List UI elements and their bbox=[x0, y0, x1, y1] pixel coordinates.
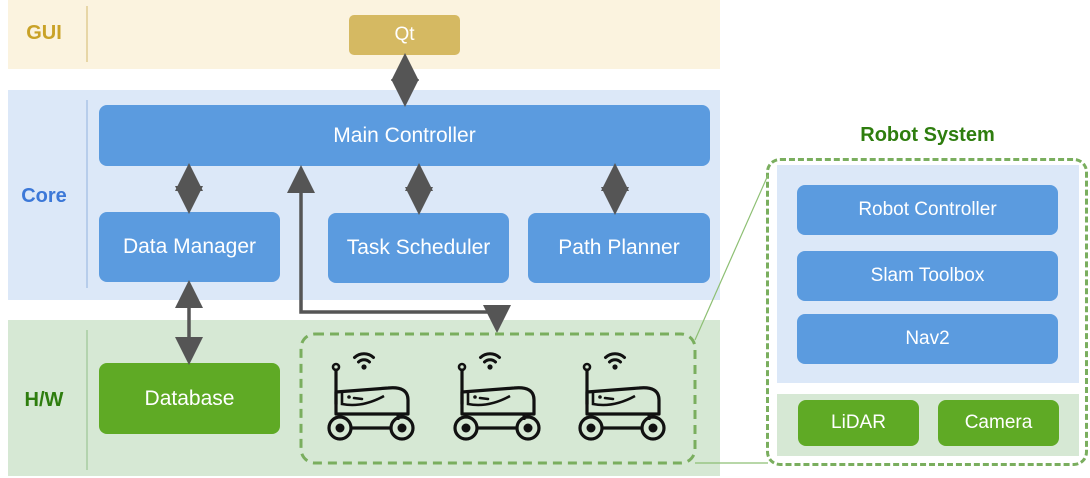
database-box: Database bbox=[99, 363, 280, 434]
lidar-box: LiDAR bbox=[798, 400, 919, 446]
gui-divider bbox=[86, 6, 88, 62]
main-controller-box: Main Controller bbox=[99, 105, 710, 166]
core-layer-label: Core bbox=[21, 185, 67, 207]
hw-layer-label: H/W bbox=[24, 389, 64, 411]
qt-box: Qt bbox=[349, 15, 460, 55]
camera-box: Camera bbox=[938, 400, 1059, 446]
robot-system-panel bbox=[766, 158, 1088, 466]
robot-icon-1 bbox=[327, 352, 415, 441]
main-robots-arrow bbox=[287, 165, 511, 333]
robot-icon-3 bbox=[578, 352, 666, 441]
path-planner-box: Path Planner bbox=[528, 213, 710, 283]
robot-controller-box: Robot Controller bbox=[797, 185, 1058, 235]
robot-icon-2 bbox=[453, 352, 541, 441]
data-manager-box: Data Manager bbox=[99, 212, 280, 282]
zoom-line-top bbox=[694, 174, 769, 341]
slam-toolbox-box: Slam Toolbox bbox=[797, 251, 1058, 301]
robot-system-title: Robot System bbox=[860, 124, 995, 146]
core-divider bbox=[86, 100, 88, 288]
hw-divider bbox=[86, 330, 88, 470]
robot-group bbox=[299, 332, 697, 465]
gui-layer-label: GUI bbox=[26, 22, 62, 44]
nav2-box: Nav2 bbox=[797, 314, 1058, 364]
